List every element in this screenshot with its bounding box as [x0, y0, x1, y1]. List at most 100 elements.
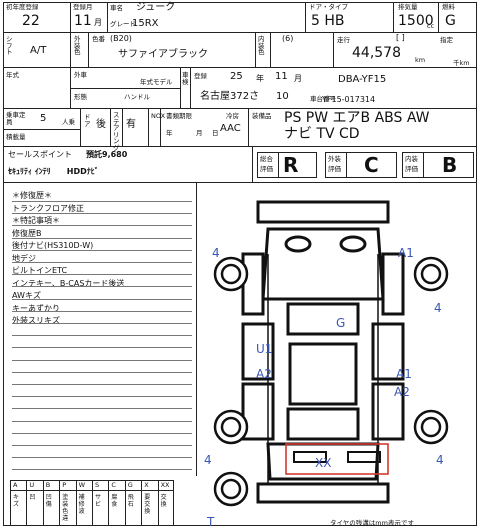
- front-fender-left: [241, 252, 265, 316]
- wheel-front-right-hub: [420, 263, 442, 285]
- legend-meaning: 要交換: [144, 494, 151, 515]
- car-name-label: 車名: [110, 4, 123, 12]
- damage-mark: 4: [204, 453, 212, 467]
- exterior-rating: C: [364, 153, 379, 177]
- divider: [70, 2, 71, 32]
- sales-point-line2: ｾｷｭﾘﾃｨ ｲﾝﾃﾘ HDDﾅﾋﾞ: [8, 167, 99, 176]
- front-fender-right: [381, 252, 405, 316]
- overall-rating: R: [283, 153, 299, 177]
- legend-code: G: [127, 481, 133, 489]
- interior-rating: B: [442, 153, 458, 177]
- rule-line: [12, 323, 192, 324]
- mileage-unit-thousand: 千km: [453, 59, 470, 67]
- rule-line: [12, 445, 192, 446]
- divider: [305, 2, 306, 32]
- divider: [70, 32, 71, 67]
- divider: [3, 67, 477, 68]
- spare-wheel-hub: [220, 478, 242, 500]
- note-line: ＊修復歴＊: [12, 191, 52, 200]
- headlight-right: [339, 235, 367, 253]
- note-line: 修復歴B: [12, 228, 42, 238]
- inspection-expiry-label: 車検: [182, 71, 189, 86]
- divider: [438, 2, 439, 32]
- divider: [141, 480, 143, 526]
- divider: [3, 146, 477, 147]
- trunk-floor-left: [293, 451, 327, 463]
- rear-bumper: [256, 482, 390, 504]
- rule-line: [12, 298, 192, 300]
- wheel-front-left-hub: [220, 263, 242, 285]
- divider: [70, 67, 71, 108]
- interior-rating-label-1: 内装: [405, 155, 418, 163]
- model-code: DBA-YF15: [338, 74, 387, 85]
- doors-label: ドア: [84, 113, 91, 128]
- reg-year: 22: [22, 13, 40, 29]
- rule-line: [12, 201, 192, 202]
- damage-mark: A2: [256, 367, 272, 381]
- legend-meaning: キズ: [13, 494, 20, 508]
- divider: [26, 480, 28, 526]
- divider: [70, 88, 180, 89]
- shift-label: シフト: [6, 35, 13, 56]
- damage-mark: 4: [434, 301, 442, 315]
- overall-rating-label-2: 評価: [260, 165, 273, 173]
- divider: [59, 480, 61, 526]
- divider: [278, 152, 279, 178]
- equipment-label: 装備品: [252, 112, 272, 120]
- divider: [346, 152, 347, 178]
- docs-year: 年: [166, 129, 173, 137]
- displacement-unit: cc: [427, 22, 435, 30]
- rule-line: [12, 335, 192, 337]
- damage-mark: G: [336, 316, 346, 330]
- chassis-label: 車台番号: [310, 95, 336, 103]
- equipment-line2: ナビ TV CD: [284, 126, 360, 142]
- wheel-rear-left-hub: [220, 416, 242, 438]
- reg-month: 11: [74, 13, 92, 29]
- hood: [261, 227, 385, 301]
- overall-rating-label-1: 総合: [260, 155, 273, 163]
- capacity-value: 5: [40, 113, 47, 124]
- capacity-label: 乗車定員: [6, 111, 26, 126]
- rule-line: [12, 262, 192, 263]
- note-line: AWキズ: [12, 291, 41, 300]
- reg-day: 10: [276, 91, 289, 102]
- docs-day: 日: [212, 129, 219, 137]
- damage-mark: A2: [394, 385, 410, 399]
- year-label: 年式: [6, 71, 19, 79]
- legend-meaning: 交換: [160, 494, 167, 508]
- color-name: サファイアブラック: [118, 49, 208, 60]
- divider: [255, 32, 256, 67]
- ext-color-label: 外装色: [74, 35, 81, 56]
- note-line: 後付ナビ(HS310D-W): [12, 241, 94, 250]
- legend-code: P: [62, 481, 67, 489]
- wheel-rear-right-hub: [420, 416, 442, 438]
- docs-month: 月: [196, 129, 203, 137]
- rule-line: [12, 469, 192, 471]
- rule-line: [12, 432, 192, 434]
- divider: [3, 32, 477, 33]
- door-type-value: 5 HB: [311, 13, 345, 29]
- overall-rating-box: [257, 152, 317, 178]
- rear-window: [286, 407, 360, 441]
- model-year-label: 年式モデル: [140, 78, 173, 86]
- int-color-label: 内装色: [258, 35, 265, 56]
- plate-number: 名古屋372さ: [200, 91, 260, 102]
- divider: [270, 32, 271, 67]
- legend-code: W: [78, 481, 86, 489]
- docs-label: 書類期限: [166, 112, 192, 120]
- divider: [122, 108, 123, 146]
- rule-line: [12, 347, 192, 349]
- mileage-bracket: [ ]: [396, 33, 405, 42]
- legend-code: XX: [160, 481, 170, 489]
- divider: [157, 480, 159, 526]
- damage-mark: U1: [256, 342, 273, 356]
- divider: [3, 108, 477, 109]
- rule-line: [12, 225, 192, 227]
- rule-line: [12, 457, 192, 459]
- reg-month-label: 登録月: [73, 3, 93, 11]
- displacement-value: 1500: [398, 13, 434, 29]
- reg-month2: 11: [275, 71, 288, 82]
- front-bumper: [256, 200, 390, 224]
- reg-month-unit: 月: [294, 74, 302, 83]
